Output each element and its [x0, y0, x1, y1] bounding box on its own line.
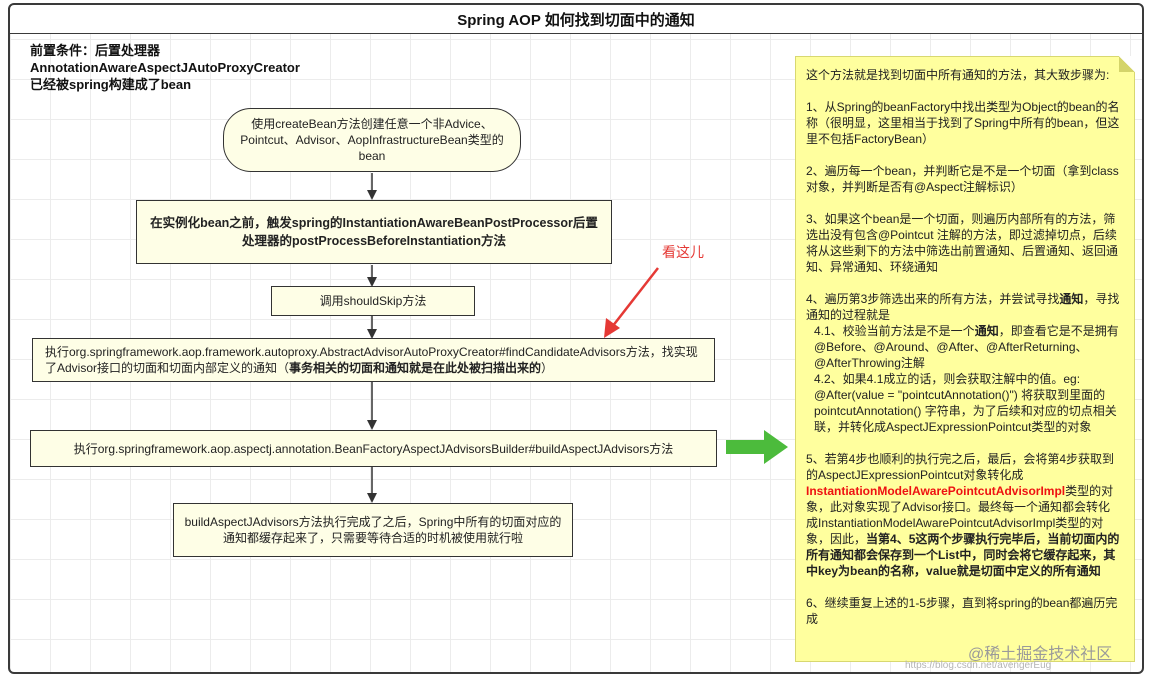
look-here-annotation: 看这儿 — [662, 244, 704, 260]
note-step-4-b: 通知 — [1059, 292, 1084, 306]
note-step-41-b: 通知 — [974, 324, 999, 338]
watermark-url: https://blog.csdn.net/avengerEug — [905, 660, 1052, 671]
node-create-bean: 使用createBean方法创建任意一个非Advice、Pointcut、Adv… — [223, 108, 521, 172]
diagram-title: Spring AOP 如何找到切面中的通知 — [10, 5, 1142, 34]
precondition-line-1: 前置条件：后置处理器 — [30, 43, 161, 58]
node-build-aspectj-advisors: 执行org.springframework.aop.aspectj.annota… — [30, 430, 717, 467]
note-intro: 这个方法就是找到切面中所有通知的方法，其大致步骤为: — [806, 68, 1110, 82]
note-step-4-c: ，寻找通知的过程就是 — [806, 292, 1120, 322]
explanation-note: 这个方法就是找到切面中所有通知的方法，其大致步骤为: 1、从Spring的bea… — [795, 56, 1135, 662]
node-before-instantiation: 在实例化bean之前，触发spring的InstantiationAwareBe… — [136, 200, 612, 264]
note-step-4-1: 4.1、校验当前方法是不是一个通知，即查看它是不是拥有@Before、@Arou… — [806, 323, 1122, 371]
note-step-41-a: 4.1、校验当前方法是不是一个 — [814, 324, 975, 338]
precondition-line-3: 已经被spring构建成了bean — [30, 77, 192, 92]
note-step-5-b: 类型的对象，此对象实现了Advisor接口。最终每一个通知都会转化成Instan… — [806, 484, 1114, 546]
precondition-line-2: AnnotationAwareAspectJAutoProxyCreator — [30, 60, 300, 75]
note-step-4-2: 4.2、如果4.1成立的话，则会获取注解中的值。eg: @After(value… — [814, 372, 1117, 434]
precondition-text: 前置条件：后置处理器 AnnotationAwareAspectJAutoPro… — [30, 42, 370, 93]
note-step-5: 5、若第4步也顺利的执行完之后，最后，会将第4步获取到的AspectJExpre… — [806, 451, 1122, 579]
watermark-text: @稀土掘金技术社区 — [968, 646, 1113, 663]
node-find-candidate-end: ） — [541, 361, 554, 375]
node-create-bean-text: 使用createBean方法创建任意一个非Advice、Pointcut、Adv… — [240, 117, 504, 163]
note-step-1: 1、从Spring的beanFactory中找出类型为Object的bean的名… — [806, 100, 1120, 146]
node-find-candidate-advisors: 执行org.springframework.aop.framework.auto… — [32, 338, 715, 382]
node-find-candidate-normal: 执行org.springframework.aop.framework.auto… — [45, 345, 698, 375]
node-should-skip: 调用shouldSkip方法 — [271, 286, 475, 316]
note-step-4: 4、遍历第3步筛选出来的所有方法，并尝试寻找通知，寻找通知的过程就是 — [806, 291, 1122, 323]
note-step-5-red: InstantiationModelAwarePointcutAdvisorIm… — [806, 484, 1066, 498]
node-advisors-cached: buildAspectJAdvisors方法执行完成了之后，Spring中所有的… — [173, 503, 573, 557]
note-step-6: 6、继续重复上述的1-5步骤，直到将spring的bean都遍历完成 — [806, 596, 1118, 626]
note-step-4-a: 4、遍历第3步筛选出来的所有方法，并尝试寻找 — [806, 292, 1060, 306]
node-should-skip-text: 调用shouldSkip方法 — [319, 294, 427, 308]
note-step-2: 2、遍历每一个bean，并判断它是不是一个切面（拿到class对象，并判断是否有… — [806, 164, 1119, 194]
node-advisors-cached-text: buildAspectJAdvisors方法执行完成了之后，Spring中所有的… — [184, 515, 562, 545]
node-find-candidate-bold: 事务相关的切面和通知就是在此处被扫描出来的 — [289, 361, 542, 375]
node-find-candidate-text: 执行org.springframework.aop.framework.auto… — [45, 344, 702, 376]
node-before-instantiation-text: 在实例化bean之前，触发spring的InstantiationAwareBe… — [150, 216, 598, 248]
note-step-41-c: ，即查看它是不是拥有@Before、@Around、@After、@AfterR… — [814, 324, 1119, 370]
note-step-5-a: 5、若第4步也顺利的执行完之后，最后，会将第4步获取到的AspectJExpre… — [806, 452, 1115, 482]
note-step-5-bold: 当第4、5这两个步骤执行完毕后，当前切面内的所有通知都会保存到一个List中，同… — [806, 532, 1120, 578]
note-fold-corner — [1119, 56, 1135, 72]
note-step-3: 3、如果这个bean是一个切面，则遍历内部所有的方法，筛选出没有包含@Point… — [806, 212, 1119, 274]
node-build-aspectj-advisors-text: 执行org.springframework.aop.aspectj.annota… — [73, 441, 674, 456]
